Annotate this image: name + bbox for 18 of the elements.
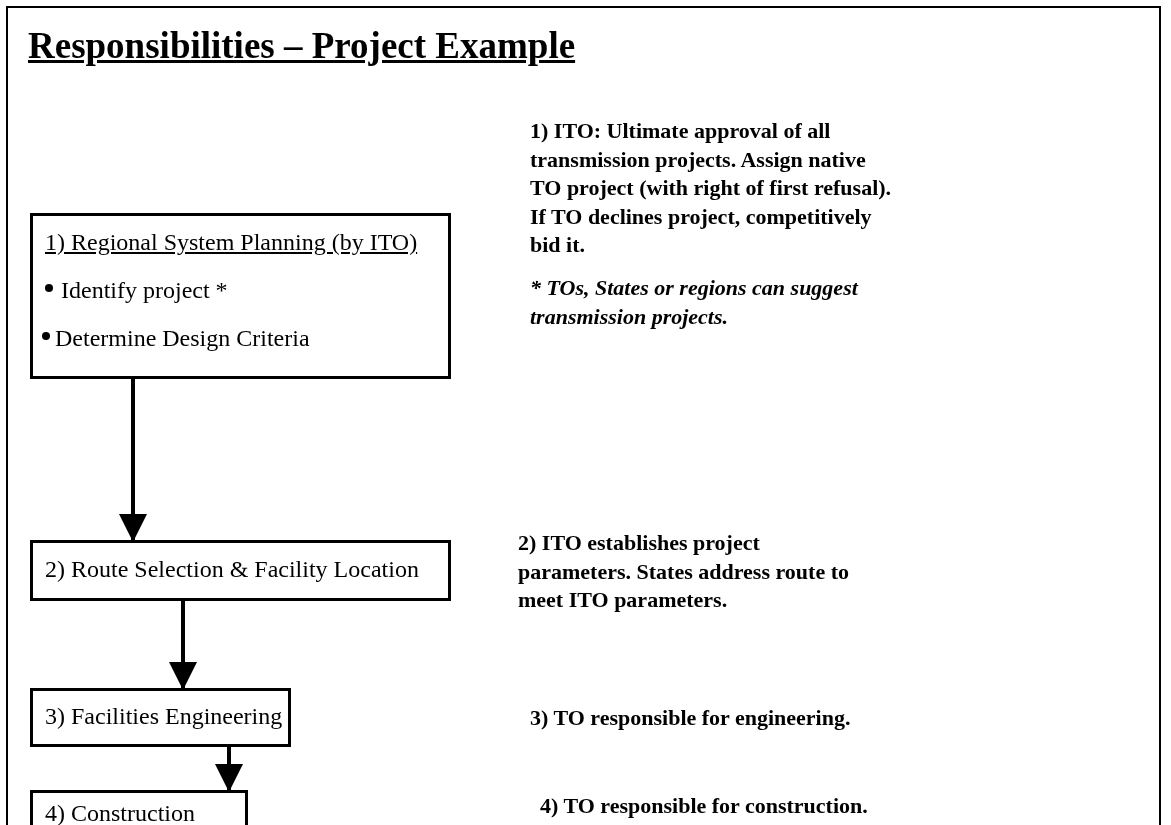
annotation-note: 2) ITO establishes project parameters. States address route to meet ITO parameters. (518, 529, 850, 615)
bullet-text: Identify project * (61, 277, 228, 304)
annotation-note: 4) TO responsible for construction. (540, 792, 869, 820)
annotation-note: 1) ITO: Ultimate approval of all transmission projects. Assign native TO project (with right of first refusal). If TO declines project, competitively bid it. (530, 117, 893, 260)
step-text: 2) Route Selection & Facility Location (45, 555, 419, 583)
process-box (30, 213, 451, 379)
process-box (30, 688, 291, 747)
annotation-note: 3) TO responsible for engineering. (530, 704, 852, 732)
process-box (30, 790, 248, 825)
step-text: 3) Facilities Engineering (45, 702, 283, 730)
bullet-text: Determine Design Criteria (55, 325, 310, 352)
annotation-note: * TOs, States or regions can suggest transmission projects. (530, 274, 860, 331)
process-box (30, 540, 451, 601)
arrow (215, 747, 243, 792)
step-heading: 1) Regional System Planning (by ITO) (45, 229, 418, 256)
arrow (169, 601, 197, 690)
arrow (119, 379, 147, 542)
slide-title: Responsibilities – Project Example (28, 24, 576, 67)
